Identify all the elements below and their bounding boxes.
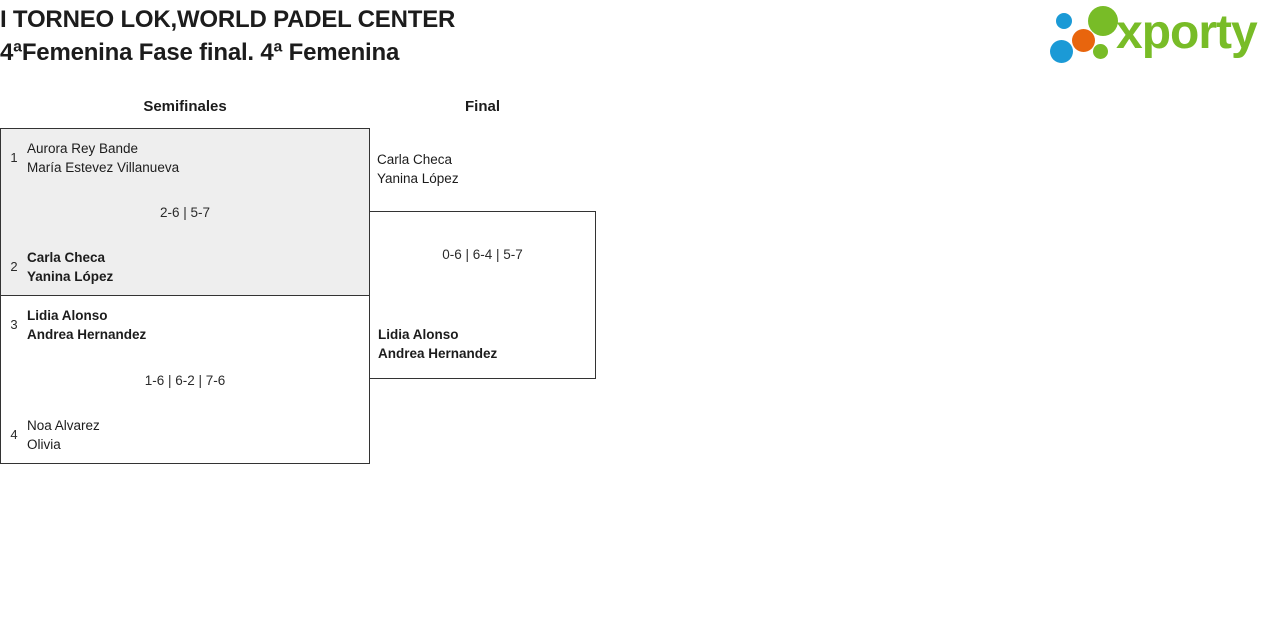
team-players: Lidia Alonso Andrea Hernandez	[27, 306, 369, 344]
match-final-score: 0-6 | 6-4 | 5-7	[442, 247, 523, 262]
player-name: Olivia	[27, 437, 61, 452]
logo-wordmark: xporty	[1116, 6, 1258, 59]
player-name: Yanina López	[27, 269, 114, 284]
seed-number: 3	[10, 317, 18, 332]
match-semifinal-2-team-bottom[interactable]: 4 Noa Alvarez Olivia	[1, 417, 369, 453]
player-name: Yanina López	[377, 171, 459, 186]
team-players: Carla Checa Yanina López	[377, 150, 596, 188]
match-final-team-top[interactable]: Carla Checa Yanina López	[369, 150, 596, 188]
seed-number: 1	[10, 150, 18, 165]
team-players: Carla Checa Yanina López	[27, 248, 369, 286]
player-name: Aurora Rey Bande	[27, 141, 139, 156]
logo-dots-icon	[1048, 4, 1126, 63]
logo-dot-blue-small-icon	[1056, 13, 1072, 29]
match-semifinal-1[interactable]: 1 Aurora Rey Bande María Estevez Villanu…	[0, 128, 370, 296]
team-players: Aurora Rey Bande María Estevez Villanuev…	[27, 139, 369, 177]
xporty-logo[interactable]: xporty	[1048, 4, 1276, 63]
match-semifinal-2-team-top[interactable]: 3 Lidia Alonso Andrea Hernandez	[1, 306, 369, 344]
match-semifinal-1-team-bottom[interactable]: 2 Carla Checa Yanina López	[1, 249, 369, 285]
team-players: Noa Alvarez Olivia	[27, 416, 369, 454]
match-semifinal-1-team-top[interactable]: 1 Aurora Rey Bande María Estevez Villanu…	[1, 139, 369, 177]
match-final-team-bottom[interactable]: Lidia Alonso Andrea Hernandez	[370, 319, 595, 368]
match-semifinal-2[interactable]: 3 Lidia Alonso Andrea Hernandez 1-6 | 6-…	[0, 295, 370, 464]
match-semifinal-2-score: 1-6 | 6-2 | 7-6	[144, 373, 226, 388]
tournament-name: I TORNEO LOK,WORLD PADEL CENTER	[0, 6, 456, 33]
player-name: Carla Checa	[377, 152, 453, 167]
match-final[interactable]: 0-6 | 6-4 | 5-7 Lidia Alonso Andrea Hern…	[369, 211, 596, 379]
seed-number: 2	[10, 259, 18, 274]
player-name: Andrea Hernandez	[27, 327, 147, 342]
player-name: Lidia Alonso	[378, 326, 459, 342]
logo-dot-green-small-icon	[1093, 44, 1108, 59]
player-name: María Estevez Villanueva	[27, 160, 180, 175]
page-title: I TORNEO LOK,WORLD PADEL CENTER 4ªFemeni…	[0, 3, 1000, 69]
seed-number: 4	[10, 427, 18, 442]
round-header-semifinales: Semifinales	[143, 98, 227, 115]
player-name: Noa Alvarez	[27, 418, 100, 433]
round-header-final: Final	[464, 98, 500, 115]
player-name: Andrea Hernandez	[378, 345, 498, 361]
logo-dot-blue-large-icon	[1050, 40, 1073, 63]
player-name: Carla Checa	[27, 250, 106, 265]
team-players: Lidia Alonso Andrea Hernandez	[378, 325, 595, 363]
logo-dot-orange-icon	[1072, 29, 1095, 52]
logo-dot-green-large-icon	[1088, 6, 1118, 36]
player-name: Lidia Alonso	[27, 308, 108, 323]
tournament-category: 4ªFemenina Fase final. 4ª Femenina	[0, 39, 400, 66]
match-semifinal-1-score: 2-6 | 5-7	[159, 205, 211, 220]
